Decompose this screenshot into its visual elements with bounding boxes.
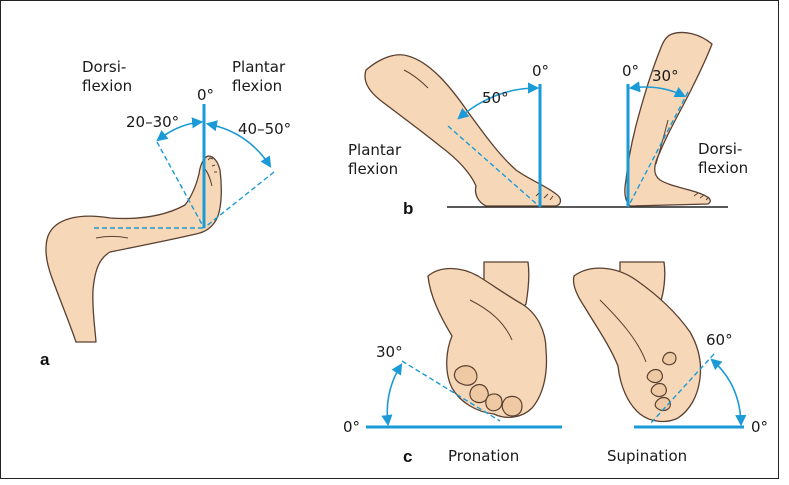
- panel-c-drawing: [366, 262, 744, 427]
- panel-c-left-zero-label: 0°: [343, 418, 360, 437]
- panel-c-pronation-label: Pronation: [448, 447, 519, 466]
- panel-b-dorsiflexion-label: Dorsi- flexion: [698, 140, 748, 178]
- panel-c-right-zero-label: 0°: [751, 418, 768, 437]
- panel-b-right-leg: [625, 32, 712, 206]
- panel-c-pronation-angle-label: 30°: [376, 343, 403, 362]
- panel-b-right-angle-label: 30°: [652, 67, 679, 86]
- panel-b-left-angle-label: 50°: [482, 89, 509, 108]
- panel-a-drawing: [46, 104, 274, 342]
- panel-b-right-zero-label: 0°: [622, 62, 639, 81]
- panel-a-dorsi-range-label: 20–30°: [126, 113, 179, 132]
- panel-c-letter: c: [403, 447, 412, 467]
- panel-b-letter: b: [403, 199, 413, 219]
- panel-a-plantar-flexion-label: Plantar flexion: [232, 58, 285, 96]
- panel-a-leg: [46, 156, 221, 342]
- panel-b-left-zero-label: 0°: [532, 62, 549, 81]
- panel-a-dorsiflexion-label: Dorsi- flexion: [82, 58, 132, 96]
- panel-b-drawing: [365, 32, 728, 207]
- panel-c-supination-angle-label: 60°: [706, 331, 733, 350]
- panel-c-right-foot: [573, 268, 700, 421]
- panel-a-zero-degree-label: 0°: [197, 86, 214, 105]
- panel-b-plantar-flexion-label: Plantar flexion: [348, 141, 401, 179]
- panel-a-plantar-range-label: 40–50°: [238, 120, 291, 139]
- panel-c-supination-label: Supination: [607, 447, 687, 466]
- panel-a-letter: a: [40, 350, 49, 370]
